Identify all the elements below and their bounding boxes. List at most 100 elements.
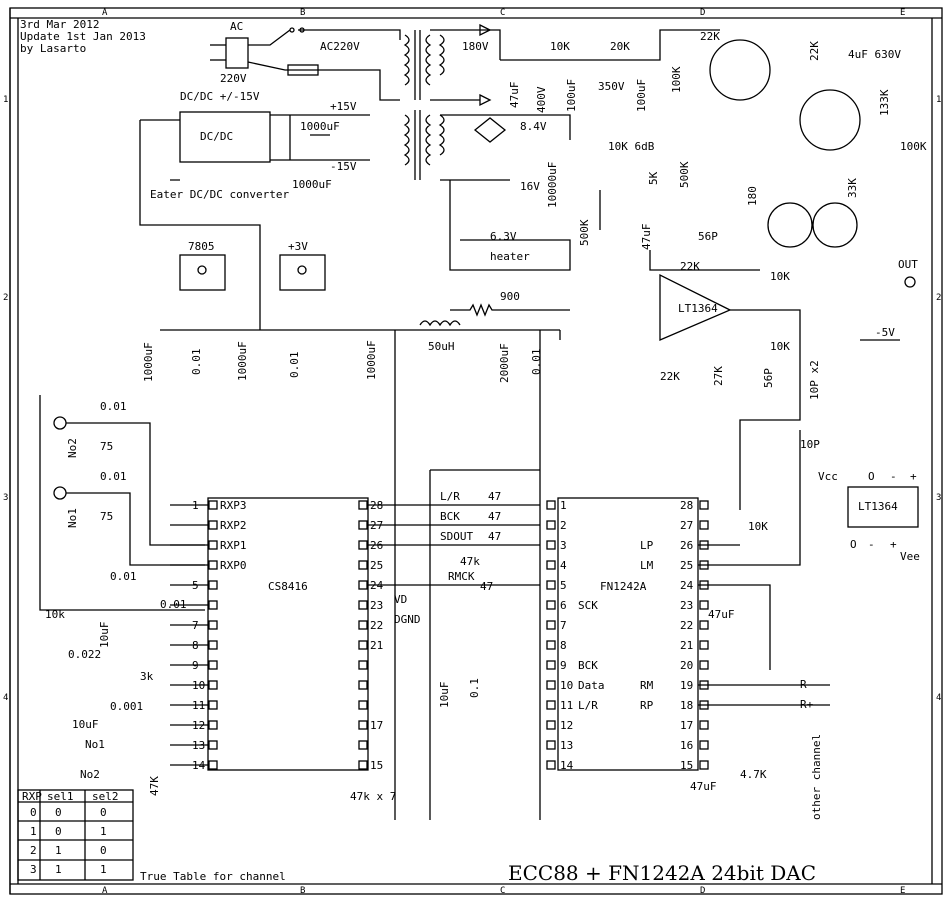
grid-col-b: B	[300, 8, 305, 18]
grid-row-2: 2	[3, 293, 8, 303]
fn1242a-pin-number: 15	[680, 759, 693, 772]
fn1242a-pin-left	[546, 680, 556, 690]
bus-r47-2: 47	[488, 510, 501, 523]
cs8416-pin-right	[358, 720, 368, 730]
in-r47k: 47K	[148, 776, 161, 796]
hv-r500k-a: 500K	[678, 161, 691, 188]
bus-sdout: SDOUT	[440, 530, 473, 543]
in-sw-no2: No2	[80, 768, 100, 781]
cs8416-pin-number: 25	[370, 559, 383, 572]
fn-c47uf-b: 47uF	[690, 780, 717, 793]
fn1242a-pin-number: 8	[560, 639, 567, 652]
in-r75-b: 75	[100, 510, 113, 523]
opamp-pinout: Vcc LT1364 O - + O - + Vee	[818, 470, 920, 563]
fn1242a-pin-left	[546, 540, 556, 550]
op-c10p: 10P	[800, 438, 820, 451]
fn1242a-pin-label: SCK	[578, 599, 598, 612]
hv-400v: 400V	[535, 86, 548, 113]
cs8416-body	[207, 497, 369, 771]
grid-row-1: 1	[3, 95, 8, 105]
truth-table-box	[17, 789, 134, 881]
cs8416-pin-left	[208, 560, 218, 570]
header-author: by Lasarto	[20, 42, 86, 55]
hv-350v: 350V	[598, 80, 625, 93]
regulators: 7805 +3V 50uH 1000uF 0.01 1000uF 0.01 10…	[142, 240, 570, 383]
grid-row-4: 4	[3, 693, 8, 703]
grid-col-d: D	[700, 8, 705, 18]
truth-table-cell: 1	[30, 825, 37, 838]
pinout-bot-1: -	[868, 538, 875, 551]
fn1242a-pin-right	[699, 560, 709, 570]
cs8416-pin-number: 15	[370, 759, 383, 772]
cs8416-pin-right	[358, 620, 368, 630]
fn1242a-pin-left	[546, 720, 556, 730]
fn-other-channel: other channel	[810, 734, 823, 820]
in-c10uf-b: 10uF	[72, 718, 99, 731]
pinout-top-1: -	[890, 470, 897, 483]
cs8416-pin-right	[358, 600, 368, 610]
fn1242a-pin-left	[546, 760, 556, 770]
label-heater: heater	[490, 250, 530, 263]
hv-r33k: 33K	[846, 178, 859, 198]
fn1242a-pin-left	[546, 520, 556, 530]
fn1242a-pin-left	[546, 660, 556, 670]
cs8416-pin-number: 7	[192, 619, 199, 632]
fn1242a-pin-number: 10	[560, 679, 573, 692]
fn1242a-pin-left	[546, 640, 556, 650]
bridge-rectifier	[473, 117, 507, 143]
ac-label: AC	[230, 20, 243, 33]
cap-1000uf-1: 1000uF	[142, 342, 155, 382]
truth-table-cell: 0	[55, 825, 62, 838]
fn1242a-pin-left	[546, 740, 556, 750]
truth-table-cell: 0	[55, 806, 62, 819]
in-r3k: 3k	[140, 670, 154, 683]
fn1242a-chip: FN1242A 47uF 4.7K 47uF R- R+ other chann…	[546, 430, 830, 820]
grid-col-d-bottom: D	[700, 886, 705, 896]
fn1242a-pin-right	[699, 580, 709, 590]
inductor-label: 50uH	[428, 340, 455, 353]
cs8416-pin-right	[358, 580, 368, 590]
res-900: 900	[500, 290, 520, 303]
header-date: 3rd Mar 2012	[20, 18, 99, 31]
fn1242a-pin-right	[699, 600, 709, 610]
fn1242a-pin-label: RP	[640, 699, 654, 712]
cs8416-pin-left	[208, 580, 218, 590]
cap-001-3: 0.01	[530, 349, 543, 376]
label-plus15v: +15V	[330, 100, 357, 113]
fn1242a-pin-number: 16	[680, 739, 693, 752]
truth-table-caption: True Table for channel	[140, 870, 286, 883]
truth-table-cell: 0	[30, 806, 37, 819]
grid-col-e-bottom: E	[900, 886, 905, 896]
bus-r47-1: 47	[488, 490, 501, 503]
fn1242a-pin-number: 22	[680, 619, 693, 632]
in-c0022: 0.022	[68, 648, 101, 661]
in-c001-a: 0.01	[100, 400, 127, 413]
dcdc-cap-2: 1000uF	[292, 178, 332, 191]
cs8416-pin-number: 17	[370, 719, 383, 732]
cs8416-pin-number: 13	[192, 739, 205, 752]
cs8416-pin-left	[208, 600, 218, 610]
cs8416-pin-number: 23	[370, 599, 383, 612]
cs8416-pin-left	[208, 760, 218, 770]
fn1242a-pin-left	[546, 620, 556, 630]
grid-row-2-right: 2	[936, 293, 941, 303]
fn1242a-pin-right	[699, 760, 709, 770]
cs8416-pin-label: VD	[394, 593, 407, 606]
label-minus15v: -15V	[330, 160, 357, 173]
diagram-title: ECC88 + FN1242A 24bit DAC	[508, 861, 816, 885]
dcdc-cap-1: 1000uF	[300, 120, 340, 133]
cs8416-pin-number: 11	[192, 699, 205, 712]
cs8416-pin-right	[358, 760, 368, 770]
fn1242a-pin-label: LP	[640, 539, 654, 552]
fn1242a-pin-right	[699, 520, 709, 530]
fn1242a-pin-number: 4	[560, 559, 567, 572]
cs8416-pin-number: 8	[192, 639, 199, 652]
grid-row-3-right: 3	[936, 493, 941, 503]
fn1242a-pin-label: Data	[578, 679, 605, 692]
cs8416-pin-right	[358, 700, 368, 710]
spdif-inputs: 0.01 No2 75 0.01 No1 75 0.01 0.01 10k 10…	[39, 395, 205, 796]
opamp-lt1364	[659, 273, 732, 341]
